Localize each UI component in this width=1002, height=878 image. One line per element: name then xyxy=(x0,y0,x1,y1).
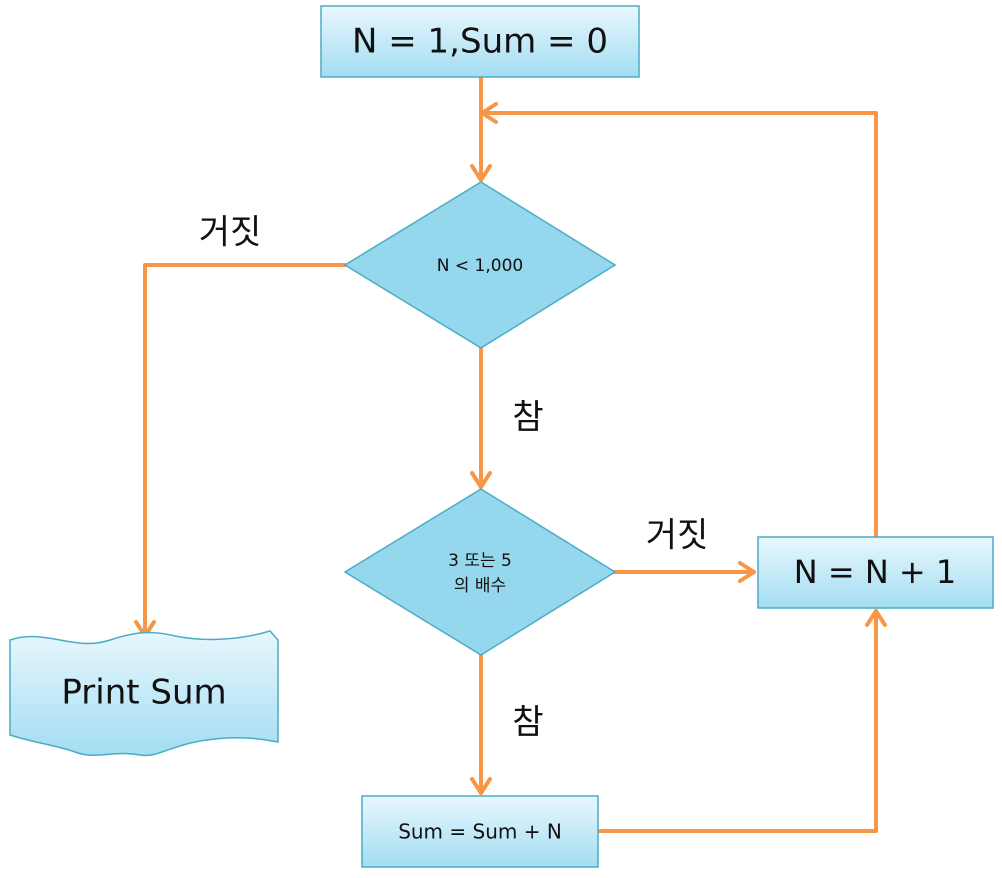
multiple-label-line1: 3 또는 5 xyxy=(448,551,512,571)
edge-increment-loop-back xyxy=(480,111,878,539)
limit-label: N < 1,000 xyxy=(437,256,523,276)
edge-accumulate-to-increment xyxy=(596,609,878,833)
output-label: Print Sum xyxy=(61,673,226,713)
increment-box xyxy=(757,536,994,609)
output-document-shape xyxy=(9,630,279,757)
arrowhead-multiple-true xyxy=(470,777,492,795)
edge-label-limit-false: 거짓 xyxy=(199,213,262,253)
init-label: N = 1,Sum = 0 xyxy=(352,22,608,62)
arrowhead-init-to-limit xyxy=(470,164,492,182)
arrowhead-multiple-false xyxy=(738,561,756,583)
init-box xyxy=(320,5,640,78)
limit-diamond xyxy=(343,181,617,349)
node-init: N = 1,Sum = 0 xyxy=(320,5,640,78)
arrowhead-limit-true xyxy=(470,471,492,489)
edge-label-multiple-false: 거짓 xyxy=(646,516,709,556)
arrowhead-accumulate-to-increment xyxy=(865,609,887,627)
multiple-diamond xyxy=(343,488,617,656)
connectors xyxy=(134,75,887,833)
edge-label-multiple-true: 참 xyxy=(512,703,543,743)
node-cond-limit: N < 1,000 xyxy=(343,181,617,349)
node-increment: N = N + 1 xyxy=(757,536,994,609)
arrowhead-loop-back xyxy=(480,102,498,124)
accumulate-box xyxy=(361,795,599,868)
accumulate-label: Sum = Sum + N xyxy=(398,820,562,844)
node-cond-multiple: 3 또는 5 의 배수 xyxy=(343,488,617,656)
edge-limit-false xyxy=(143,263,347,638)
increment-label: N = N + 1 xyxy=(794,553,957,591)
node-output: Print Sum xyxy=(9,630,279,757)
multiple-label-line2: 의 배수 xyxy=(454,576,506,596)
edge-label-limit-true: 참 xyxy=(512,398,543,438)
node-accumulate: Sum = Sum + N xyxy=(361,795,599,868)
